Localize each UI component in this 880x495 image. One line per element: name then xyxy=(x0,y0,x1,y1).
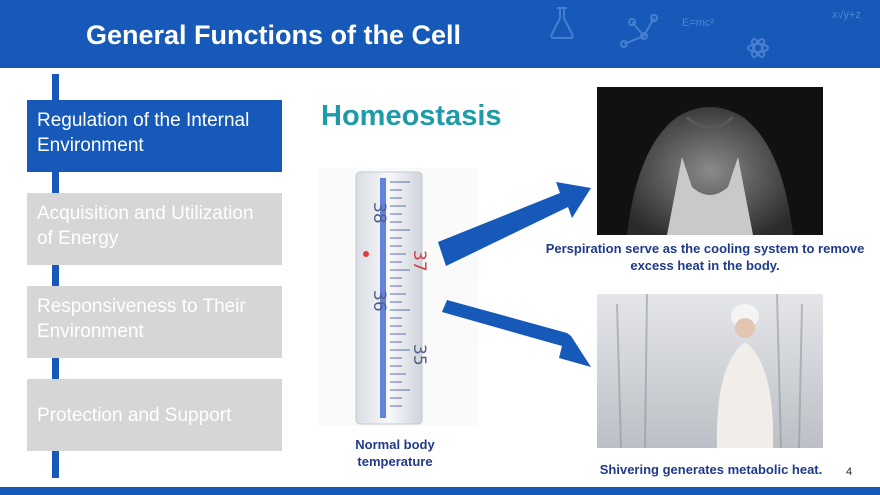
perspiration-photo xyxy=(597,87,823,235)
arrow-down-right-icon xyxy=(442,300,591,367)
thermo-label-35: 35 xyxy=(409,344,429,366)
slide-title: General Functions of the Cell xyxy=(86,20,462,50)
flask-icon xyxy=(550,7,574,39)
timeline-line xyxy=(52,74,59,478)
bottom-bar xyxy=(0,487,880,495)
thermometer-caption: Normal body temperature xyxy=(355,437,435,469)
formula-icon: E=mc² xyxy=(682,17,714,29)
menu-item-responsiveness[interactable]: Responsiveness to Their Environment xyxy=(27,286,282,358)
thermometer-image: 38 37 36 35 xyxy=(318,168,478,426)
section-heading: Homeostasis xyxy=(321,100,502,132)
menu-item-regulation[interactable]: Regulation of the Internal Environment xyxy=(27,100,282,172)
menu-item-energy[interactable]: Acquisition and Utilization of Energy xyxy=(27,193,282,265)
menu-item-label: Responsiveness to Their Environment xyxy=(37,296,246,342)
thermo-label-37: 37 xyxy=(409,250,429,272)
perspiration-caption: Perspiration serve as the cooling system… xyxy=(545,241,865,273)
menu-item-label: Acquisition and Utilization of Energy xyxy=(37,203,254,249)
thermo-label-36: 36 xyxy=(369,290,389,312)
atom-icon xyxy=(747,38,769,58)
arrows-graphic xyxy=(438,182,591,367)
shivering-photo xyxy=(597,294,823,448)
arrow-up-right-icon xyxy=(438,182,591,266)
math-icon: x√y+z xyxy=(832,9,861,21)
menu-item-protection[interactable]: Protection and Support xyxy=(27,379,282,451)
menu-item-label: Regulation of the Internal Environment xyxy=(37,110,250,156)
science-decoration: E=mc² x√y+z xyxy=(550,7,861,58)
thermo-label-38: 38 xyxy=(369,202,389,224)
shivering-caption: Shivering generates metabolic heat. xyxy=(599,462,823,477)
page-number: 4 xyxy=(846,466,853,478)
slide-header: General Functions of the Cell E=mc² x√y+… xyxy=(0,0,880,68)
menu-item-label: Protection and Support xyxy=(37,405,232,426)
molecule-icon xyxy=(620,14,658,48)
